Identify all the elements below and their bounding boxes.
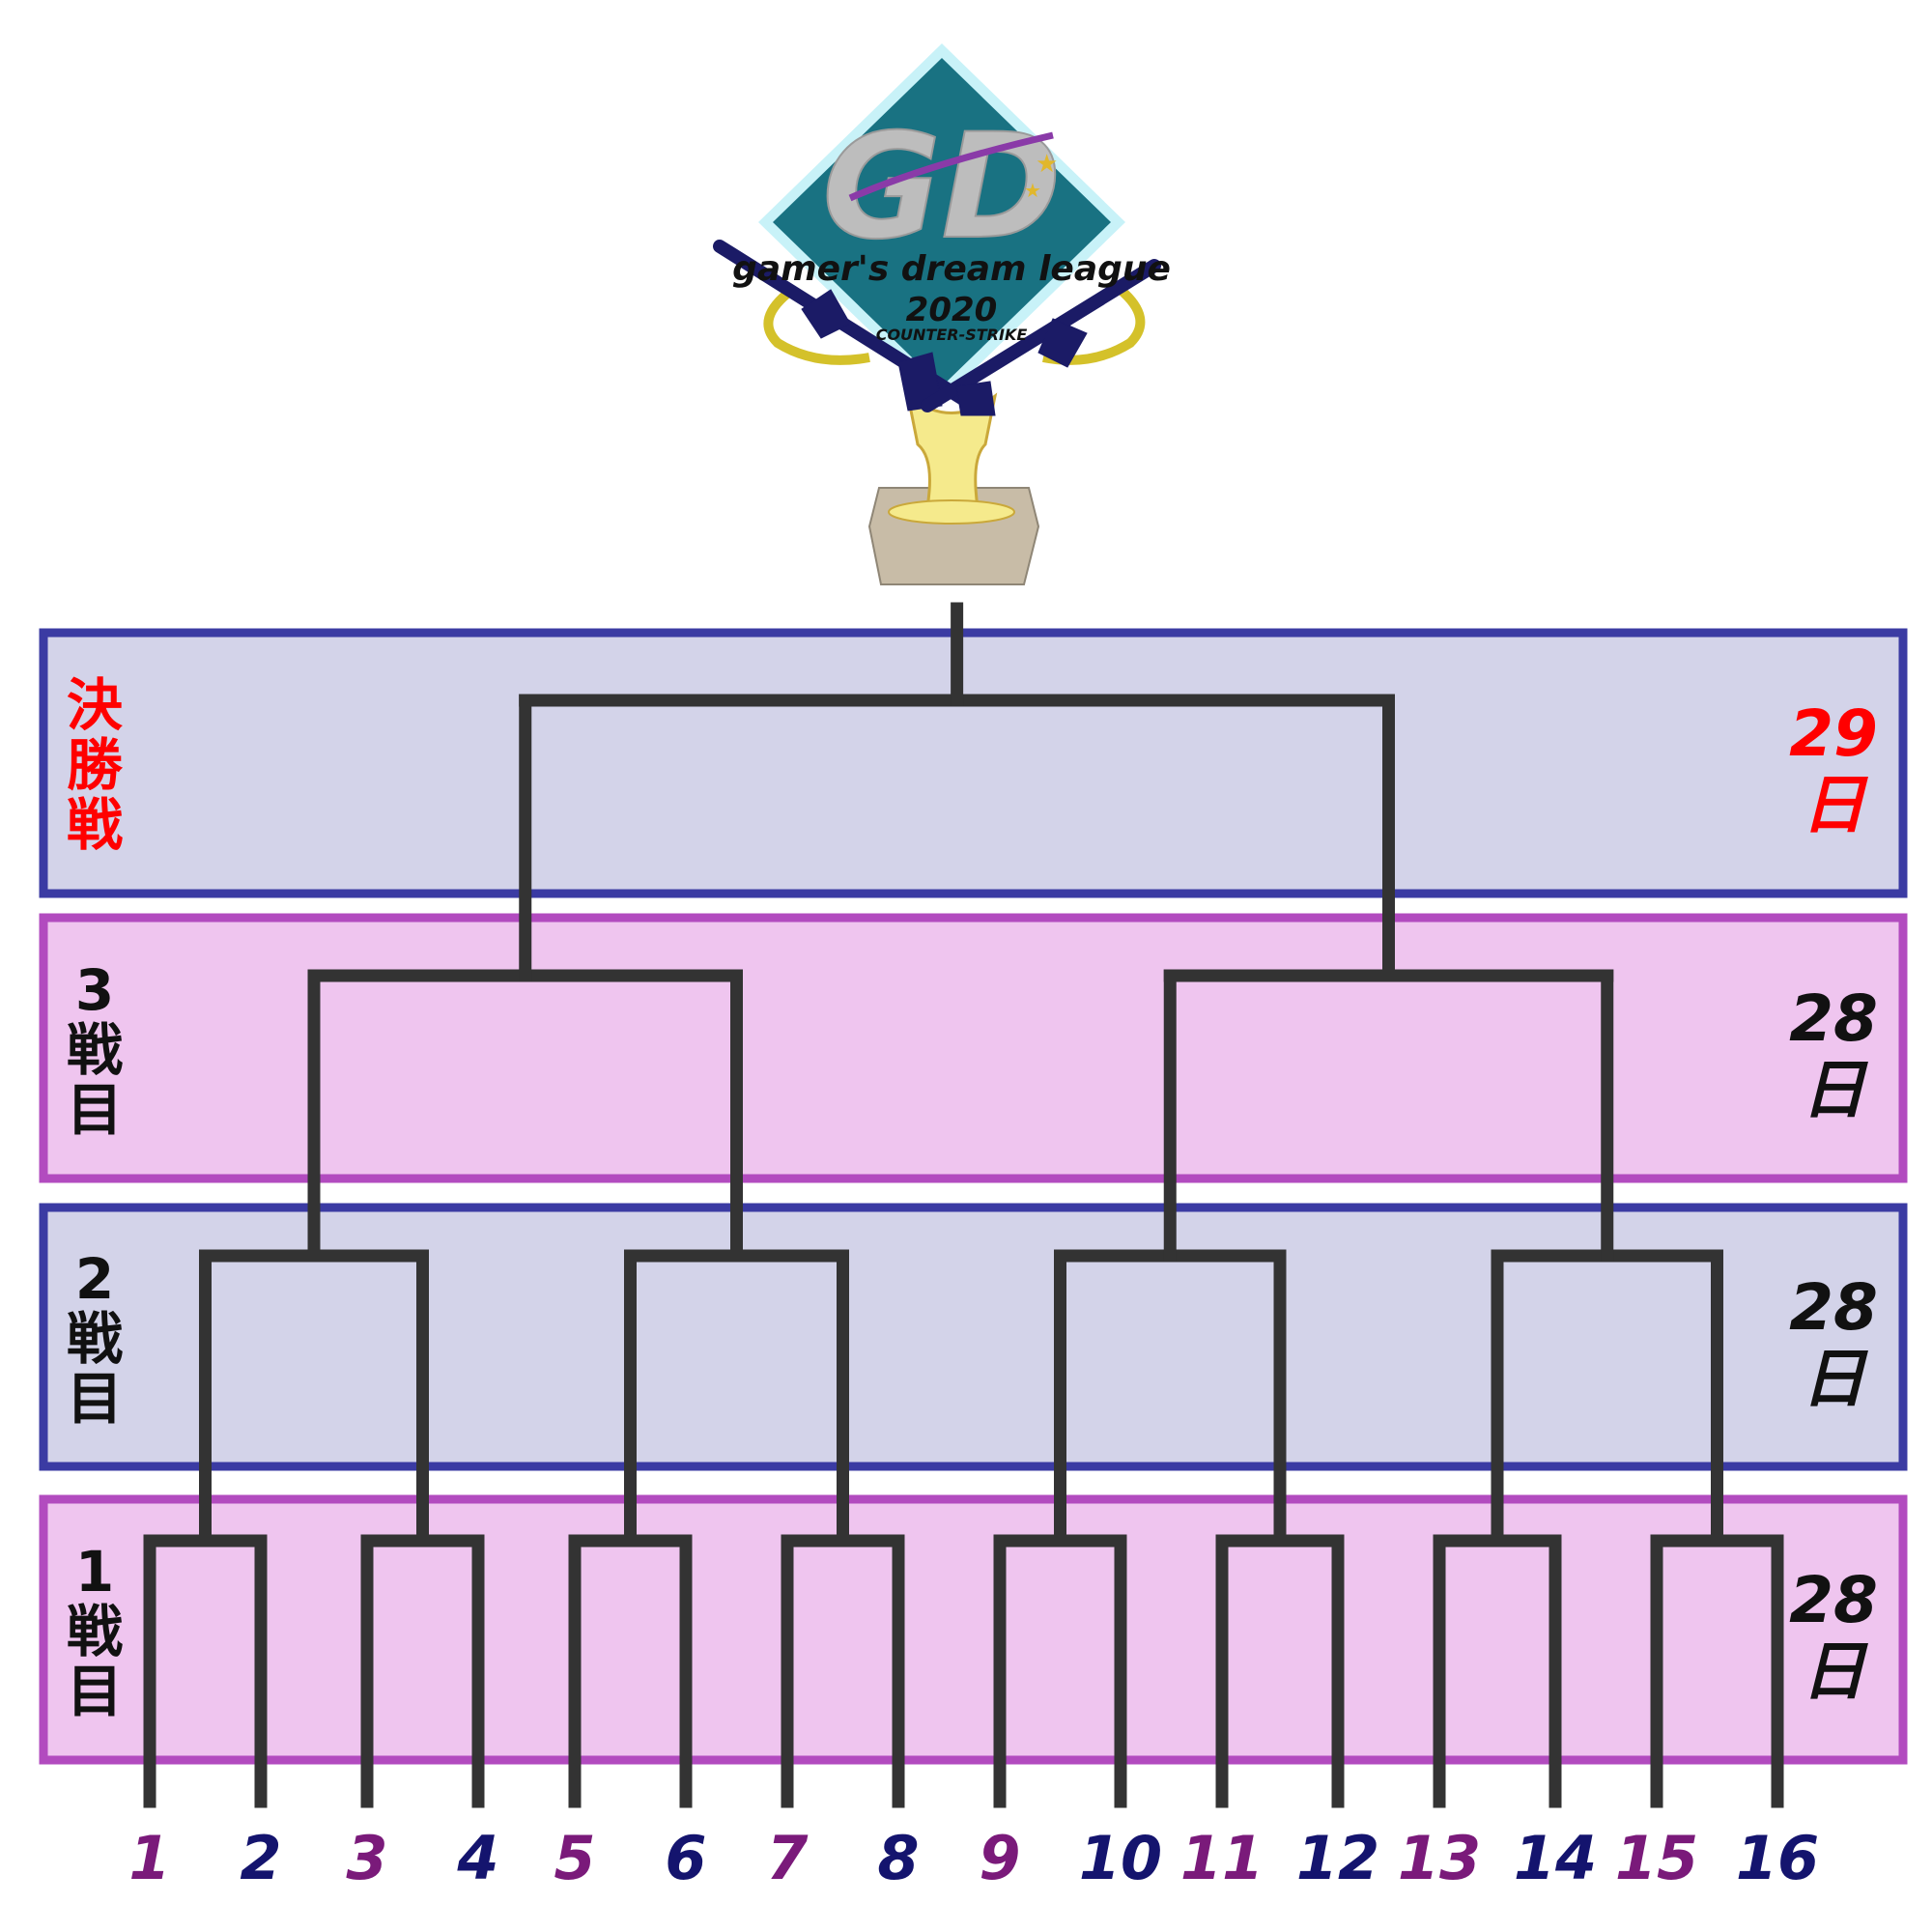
round-band-box bbox=[39, 913, 1908, 1183]
seed-number: 4 bbox=[456, 1823, 498, 1893]
seed-number: 11 bbox=[1180, 1823, 1264, 1893]
bracket-lines bbox=[143, 602, 1784, 1808]
round-band-box bbox=[39, 1203, 1908, 1471]
logo-monogram: GD bbox=[822, 103, 1062, 271]
logo-subtitle: COUNTER-STRIKE bbox=[876, 326, 1028, 344]
seed-number: 1 bbox=[128, 1823, 170, 1893]
seed-number: 12 bbox=[1296, 1823, 1379, 1893]
logo-year: 2020 bbox=[906, 291, 998, 329]
trophy-logo: GD ★ ★ gamer's dream league 2020 COUNTER… bbox=[713, 43, 1171, 585]
round-name: 決勝戦 bbox=[67, 672, 124, 858]
seed-number: 5 bbox=[554, 1823, 595, 1893]
logo-title: gamer's dream league bbox=[732, 249, 1171, 289]
seed-number: 8 bbox=[877, 1823, 919, 1893]
trophy-handle-left bbox=[763, 286, 870, 365]
round-band-box bbox=[39, 628, 1908, 898]
star-icon: ★ bbox=[1024, 179, 1041, 202]
crossed-rifles-icon bbox=[713, 240, 1161, 416]
seed-number: 16 bbox=[1736, 1823, 1819, 1893]
seed-number: 14 bbox=[1514, 1823, 1597, 1893]
seed-number: 2 bbox=[240, 1823, 281, 1893]
seed-number: 15 bbox=[1615, 1823, 1698, 1893]
seed-number: 13 bbox=[1398, 1823, 1481, 1893]
seed-number: 10 bbox=[1079, 1823, 1162, 1893]
star-icon: ★ bbox=[1036, 150, 1058, 179]
logo-swoosh bbox=[848, 131, 1054, 202]
seed-number: 9 bbox=[979, 1823, 1020, 1893]
seed-number: 7 bbox=[766, 1823, 809, 1893]
seed-number: 6 bbox=[665, 1823, 706, 1893]
seed-number: 3 bbox=[346, 1823, 387, 1893]
round-band-box bbox=[39, 1494, 1908, 1765]
